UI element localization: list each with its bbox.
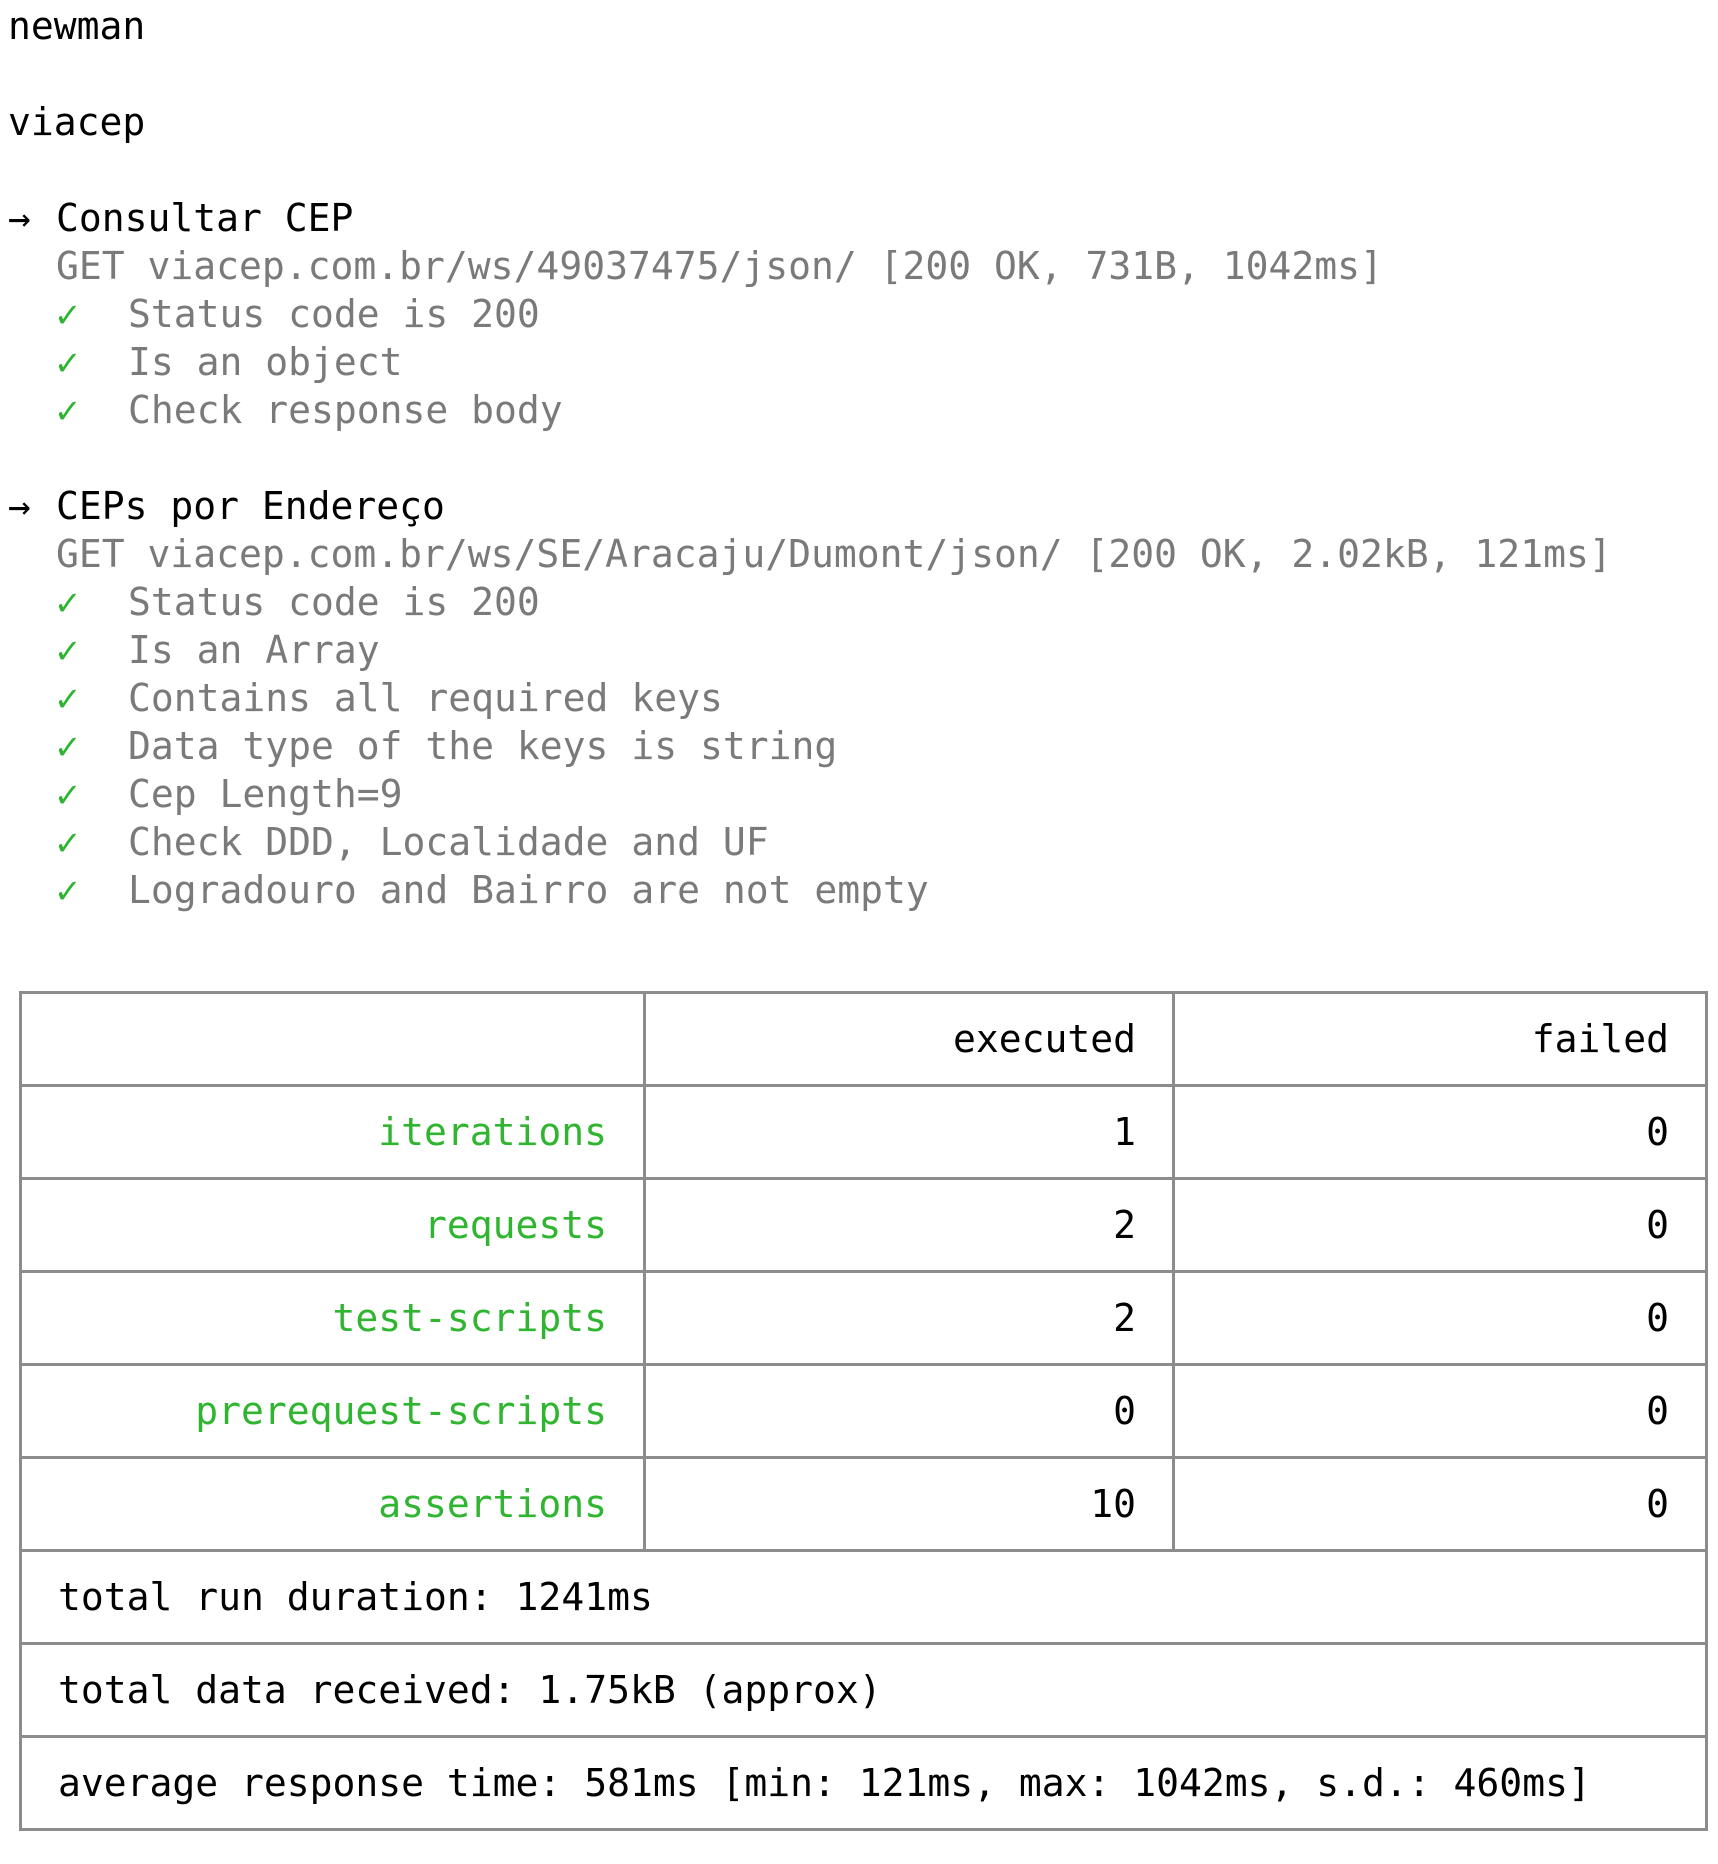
assertion-item: ✓ Check response body <box>56 386 563 434</box>
assertion-item: ✓ Check DDD, Localidade and UF <box>56 818 769 866</box>
assertion-item: ✓ Cep Length=9 <box>56 770 403 818</box>
total-run-duration-row: total run duration: 1241ms <box>19 1549 1708 1645</box>
failed-count: 0 <box>1172 1177 1708 1273</box>
table-row: requests 2 0 <box>19 1177 1708 1273</box>
checkmark-icon: ✓ <box>56 772 79 816</box>
request-name-consultar-cep: → Consultar CEP <box>8 194 353 242</box>
failed-count: 0 <box>1172 1270 1708 1366</box>
average-response-time: average response time: 581ms [min: 121ms… <box>19 1735 1708 1831</box>
assertion-item: ✓ Logradouro and Bairro are not empty <box>56 866 929 914</box>
column-header-empty <box>19 991 646 1087</box>
executed-count: 0 <box>643 1363 1175 1459</box>
request-line: GET viacep.com.br/ws/SE/Aracaju/Dumont/j… <box>56 532 1612 576</box>
row-label: requests <box>19 1177 646 1273</box>
failed-count: 0 <box>1172 1363 1708 1459</box>
assertion-label: Check response body <box>128 388 563 432</box>
average-response-time-row: average response time: 581ms [min: 121ms… <box>19 1735 1708 1831</box>
request-line: GET viacep.com.br/ws/49037475/json/ [200… <box>56 244 1383 288</box>
assertion-item: ✓ Status code is 200 <box>56 578 540 626</box>
total-data-received: total data received: 1.75kB (approx) <box>19 1642 1708 1738</box>
checkmark-icon: ✓ <box>56 868 79 912</box>
assertion-label: Status code is 200 <box>128 580 540 624</box>
total-run-duration: total run duration: 1241ms <box>19 1549 1708 1645</box>
row-label: prerequest-scripts <box>19 1363 646 1459</box>
assertion-label: Contains all required keys <box>128 676 723 720</box>
checkmark-icon: ✓ <box>56 724 79 768</box>
assertion-item: ✓ Data type of the keys is string <box>56 722 837 770</box>
assertion-label: Is an Array <box>128 628 380 672</box>
table-header-row: executed failed <box>19 991 1708 1087</box>
request-title: CEPs por Endereço <box>56 484 445 528</box>
tool-name: newman <box>8 4 146 48</box>
row-label: test-scripts <box>19 1270 646 1366</box>
table-row: prerequest-scripts 0 0 <box>19 1363 1708 1459</box>
checkmark-icon: ✓ <box>56 292 79 336</box>
assertion-item: ✓ Is an object <box>56 338 403 386</box>
executed-count: 2 <box>643 1177 1175 1273</box>
request-title: Consultar CEP <box>56 196 354 240</box>
table-row: assertions 10 0 <box>19 1456 1708 1552</box>
total-data-received-row: total data received: 1.75kB (approx) <box>19 1642 1708 1738</box>
checkmark-icon: ✓ <box>56 340 79 384</box>
checkmark-icon: ✓ <box>56 820 79 864</box>
assertion-item: ✓ Is an Array <box>56 626 380 674</box>
table-row: test-scripts 2 0 <box>19 1270 1708 1366</box>
assertion-item: ✓ Status code is 200 <box>56 290 540 338</box>
checkmark-icon: ✓ <box>56 676 79 720</box>
column-header-executed: executed <box>643 991 1175 1087</box>
assertion-label: Cep Length=9 <box>128 772 403 816</box>
run-summary-table: executed failed iterations 1 0 requests … <box>19 991 1708 1831</box>
executed-count: 10 <box>643 1456 1175 1552</box>
arrow-right-icon: → <box>8 196 31 240</box>
assertion-label: Status code is 200 <box>128 292 540 336</box>
arrow-right-icon: → <box>8 484 31 528</box>
checkmark-icon: ✓ <box>56 580 79 624</box>
failed-count: 0 <box>1172 1084 1708 1180</box>
assertion-label: Is an object <box>128 340 403 384</box>
assertion-label: Data type of the keys is string <box>128 724 838 768</box>
request-name-ceps-por-endereco: → CEPs por Endereço <box>8 482 445 530</box>
collection-name: viacep <box>8 100 146 144</box>
assertion-label: Logradouro and Bairro are not empty <box>128 868 929 912</box>
assertion-item: ✓ Contains all required keys <box>56 674 723 722</box>
column-header-failed: failed <box>1172 991 1708 1087</box>
executed-count: 2 <box>643 1270 1175 1366</box>
row-label: iterations <box>19 1084 646 1180</box>
table-row: iterations 1 0 <box>19 1084 1708 1180</box>
executed-count: 1 <box>643 1084 1175 1180</box>
checkmark-icon: ✓ <box>56 388 79 432</box>
row-label: assertions <box>19 1456 646 1552</box>
failed-count: 0 <box>1172 1456 1708 1552</box>
checkmark-icon: ✓ <box>56 628 79 672</box>
assertion-label: Check DDD, Localidade and UF <box>128 820 769 864</box>
